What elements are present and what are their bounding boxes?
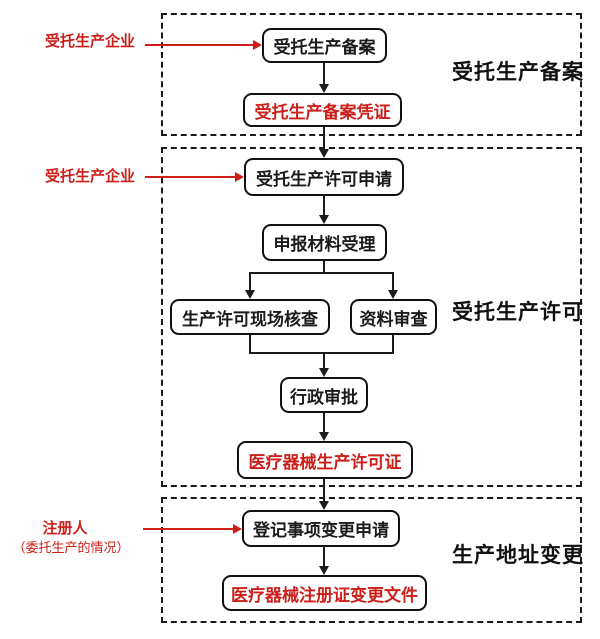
section-frame-consignment-license <box>161 147 582 487</box>
node-document-review: 资料审查 <box>350 299 437 335</box>
node-change-document: 医疗器械注册证变更文件 <box>222 575 427 611</box>
section-title-address-change: 生产地址变更 <box>452 544 584 567</box>
node-material-acceptance: 申报材料受理 <box>262 224 387 261</box>
section-frame-address-change <box>161 497 582 623</box>
section-title-consignment-filing: 受托生产备案 <box>452 61 584 84</box>
node-administrative-approval: 行政审批 <box>280 377 368 413</box>
label-entrusted-manufacturer-1: 受托生产企业 <box>44 34 135 50</box>
node-filing-certificate: 受托生产备案凭证 <box>243 93 402 127</box>
node-consignment-filing: 受托生产备案 <box>262 28 387 63</box>
section-frame-consignment-filing <box>161 13 582 136</box>
node-production-license: 医疗器械生产许可证 <box>237 441 413 479</box>
label-registrant: 注册人 <box>42 521 88 537</box>
label-registrant-note: （委托生产的情况） <box>12 540 130 555</box>
node-license-application: 受托生产许可申请 <box>244 158 404 196</box>
label-entrusted-manufacturer-2: 受托生产企业 <box>44 169 135 185</box>
node-change-application: 登记事项变更申请 <box>242 510 400 547</box>
section-title-consignment-license: 受托生产许可 <box>452 301 584 324</box>
node-onsite-inspection: 生产许可现场核查 <box>170 299 330 335</box>
